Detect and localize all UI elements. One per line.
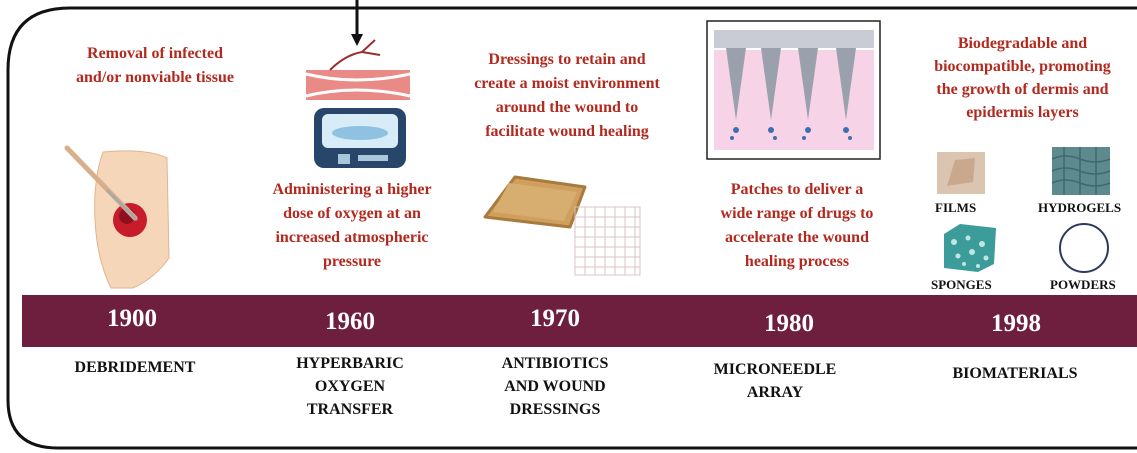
material-powders: POWDERS xyxy=(1050,277,1116,293)
label-debridement: DEBRIDEMENT xyxy=(60,356,210,379)
year-1960: 1960 xyxy=(290,308,410,336)
label-hyperbaric: HYPERBARIC OXYGEN TRANSFER xyxy=(270,352,430,421)
material-hydrogels: HYDROGELS xyxy=(1038,200,1121,216)
label-microneedle: MICRONEEDLE ARRAY xyxy=(690,358,860,404)
year-1970: 1970 xyxy=(495,305,615,333)
material-sponges: SPONGES xyxy=(931,277,992,293)
hydrogel-swatch-icon xyxy=(1050,145,1112,197)
film-swatch-icon xyxy=(935,150,987,196)
wound-dressing-icon xyxy=(475,165,650,280)
year-1980: 1980 xyxy=(729,310,849,338)
microneedle-array-icon xyxy=(706,20,881,160)
desc-biomaterials: Biodegradable and biocompatible, promoti… xyxy=(910,32,1135,124)
year-1900: 1900 xyxy=(72,305,192,333)
debridement-tool-icon xyxy=(55,140,175,290)
desc-microneedle: Patches to deliver a wide range of drugs… xyxy=(682,178,912,274)
desc-hyperbaric: Administering a higher dose of oxygen at… xyxy=(232,178,472,274)
label-biomaterials: BIOMATERIALS xyxy=(930,362,1100,385)
hyperbaric-chamber-icon xyxy=(300,0,420,185)
powder-swatch-icon xyxy=(1058,220,1110,276)
desc-dressings: Dressings to retain and create a moist e… xyxy=(432,48,702,144)
label-antibiotics: ANTIBIOTICS AND WOUND DRESSINGS xyxy=(475,352,635,421)
desc-debridement: Removal of infected and/or nonviable tis… xyxy=(30,42,280,90)
sponge-swatch-icon xyxy=(940,222,998,274)
material-films: FILMS xyxy=(935,200,976,216)
year-1998: 1998 xyxy=(956,310,1076,338)
